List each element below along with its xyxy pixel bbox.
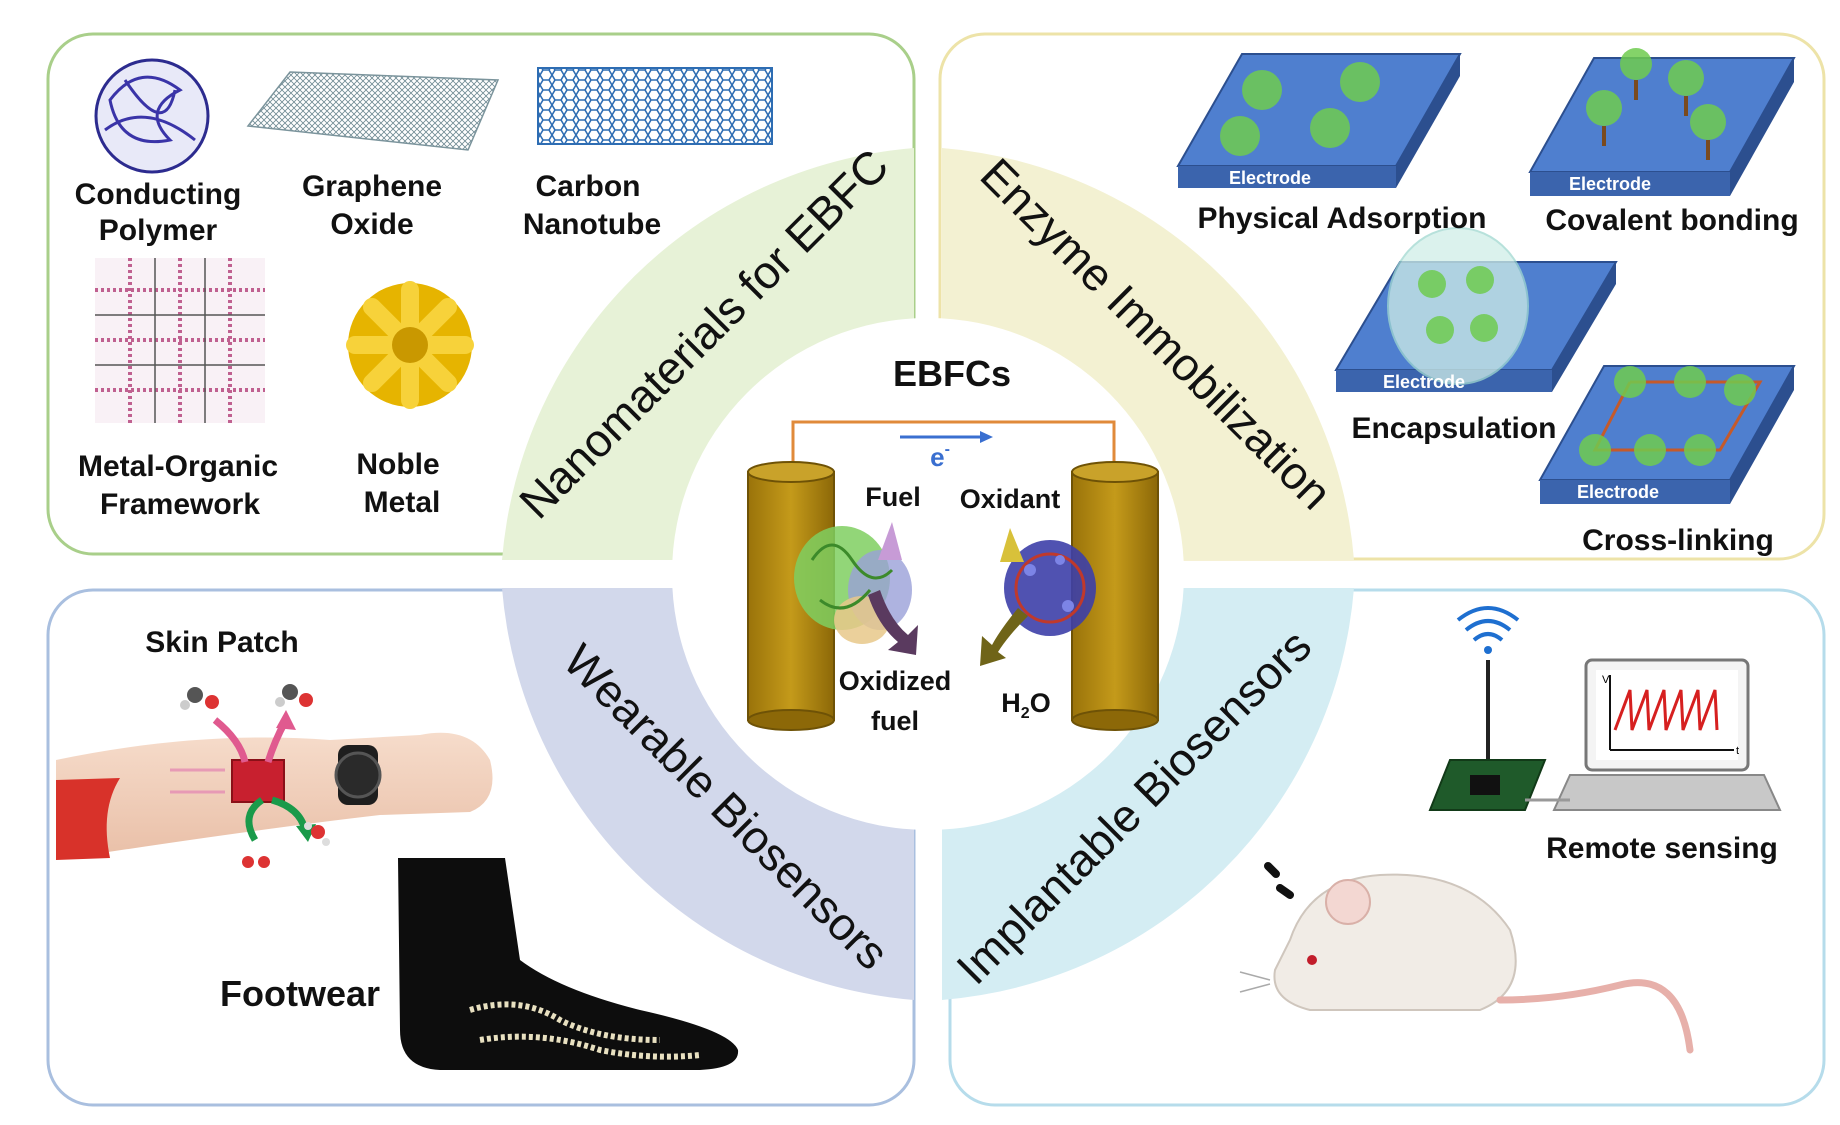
noble-metal-label-1: Noble xyxy=(356,448,439,481)
conducting-polymer-label-1: Conducting xyxy=(75,178,242,211)
fuel-label: Fuel xyxy=(865,482,921,512)
electron-symbol: e xyxy=(930,442,944,472)
axis-v-label: V xyxy=(1602,674,1610,686)
sweat-flow-lines-icon xyxy=(170,768,225,794)
ring-quadrant-implantable xyxy=(942,588,1354,1000)
mof-label-2: Framework xyxy=(100,488,260,521)
covalent-bonding-electrode: Electrode xyxy=(1528,48,1796,196)
water-arrow-icon xyxy=(980,608,1028,666)
graphene-oxide-label-2: Oxide xyxy=(330,208,413,241)
oxygen-inflow-arrow-icon xyxy=(245,797,265,842)
electron-flow-arrowhead xyxy=(980,431,993,443)
ring-quadrant-wearable xyxy=(502,588,914,1000)
fuel-arrow-icon xyxy=(878,522,902,560)
physical-adsorption-electrode: Electrode xyxy=(1176,53,1462,188)
fuel-outflow-arrowhead xyxy=(276,710,296,730)
wifi-icon xyxy=(1456,606,1520,654)
remote-sensing-label: Remote sensing xyxy=(1546,832,1778,865)
mouse-illustration xyxy=(1239,862,1694,1054)
electron-charge: - xyxy=(945,441,950,458)
carbon-nanotube-image xyxy=(537,67,773,145)
electron-label: e- xyxy=(930,441,950,472)
noble-metal-image xyxy=(346,281,474,409)
cross-linking-label: Cross-linking xyxy=(1582,524,1774,557)
oxidant-label: Oxidant xyxy=(960,484,1061,514)
circuit-board xyxy=(1428,759,1547,811)
footwear-label: Footwear xyxy=(220,973,380,1014)
electrode-label-encapsulation: Electrode xyxy=(1383,372,1465,392)
oxidant-arrow-icon xyxy=(1000,528,1024,562)
ring-quadrant-nanomaterials xyxy=(502,148,914,560)
covalent-bonding-label: Covalent bonding xyxy=(1545,204,1798,237)
cathode-enzyme xyxy=(1004,540,1096,636)
oxidized-fuel-arrow-icon xyxy=(868,590,918,655)
carbon-nanotube-label-1: Carbon xyxy=(536,170,641,203)
graphene-oxide-image xyxy=(246,71,500,151)
mof-image xyxy=(95,258,265,423)
fuel-inflow-arrow-icon xyxy=(212,717,249,763)
carbon-nanotube-label-2: Nanotube xyxy=(523,208,661,241)
physical-adsorption-label: Physical Adsorption xyxy=(1198,202,1487,235)
encapsulation-electrode: Electrode xyxy=(1334,227,1618,392)
molecule-icons xyxy=(180,684,330,868)
encapsulation-label: Encapsulation xyxy=(1351,412,1556,445)
electrode-label-physical: Electrode xyxy=(1229,168,1311,188)
oxidized-fuel-label-line2: fuel xyxy=(871,706,919,736)
external-wire xyxy=(791,420,1116,472)
mof-label-1: Metal-Organic xyxy=(78,450,278,483)
skin-patch-label: Skin Patch xyxy=(145,626,298,659)
ring-quadrant-immobilization xyxy=(942,148,1354,560)
cross-linking-electrode: Electrode xyxy=(1538,365,1796,504)
sock-illustration xyxy=(398,858,739,1070)
center-title: EBFCs xyxy=(893,353,1011,394)
electrode-label-covalent: Electrode xyxy=(1569,174,1651,194)
skin-patch-device xyxy=(231,759,285,803)
noble-metal-label-2: Metal xyxy=(364,486,441,519)
laptop-icon: V t xyxy=(1552,658,1782,811)
water-label: H2O xyxy=(1001,688,1050,722)
oxidized-fuel-label-line1: Oxidized xyxy=(839,666,952,696)
conducting-polymer-label-2: Polymer xyxy=(99,214,218,247)
conducting-polymer-image xyxy=(94,58,210,174)
axis-t-label: t xyxy=(1736,745,1739,757)
electrode-label-crosslinking: Electrode xyxy=(1577,482,1659,502)
graphene-oxide-label-1: Graphene xyxy=(302,170,442,203)
